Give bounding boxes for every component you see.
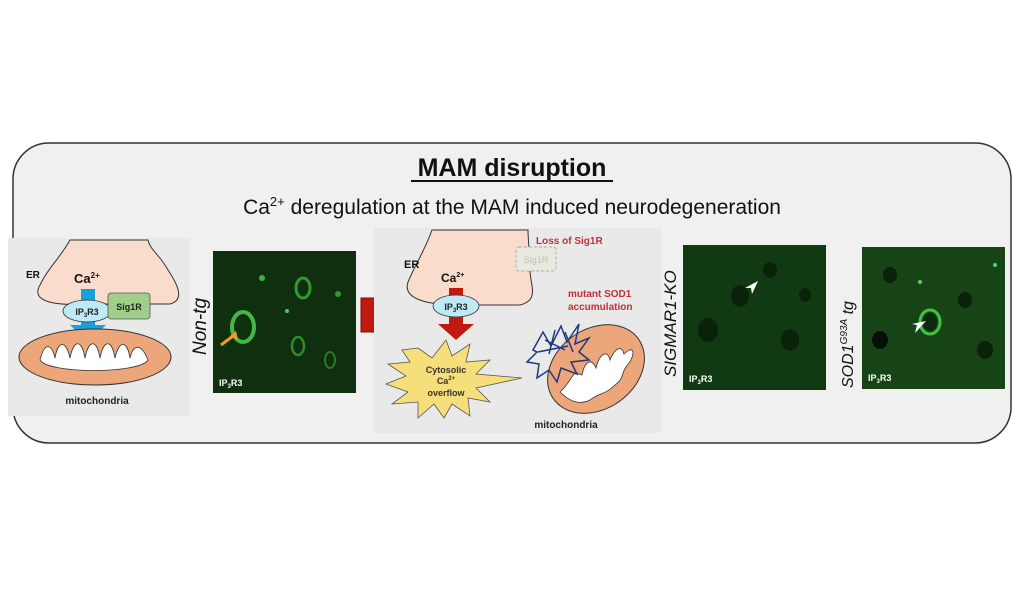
diagram-subtitle: Ca2+ deregulation at the MAM induced neu… bbox=[243, 194, 781, 219]
svg-text:Loss of Sig1R: Loss of Sig1R bbox=[536, 236, 603, 247]
sig1r-protein bbox=[107, 292, 151, 320]
micrograph-sigmar1-ko: IP3R3 bbox=[683, 245, 826, 390]
micrograph-sod1-g93a: IP3R3 bbox=[862, 247, 1005, 389]
svg-text:Sig1R: Sig1R bbox=[524, 255, 549, 265]
white-arrowhead-icon bbox=[912, 321, 926, 333]
diagram-title: MAM disruption bbox=[418, 154, 607, 182]
label-non-tg: Non-tg bbox=[190, 298, 211, 355]
svg-text:mitochondria: mitochondria bbox=[534, 420, 598, 431]
svg-text:Sig1R: Sig1R bbox=[116, 302, 142, 312]
svg-text:ER: ER bbox=[404, 259, 419, 271]
label-sigmar1-ko: SIGMAR1-KO bbox=[661, 270, 680, 377]
svg-text:mitochondria: mitochondria bbox=[65, 396, 129, 407]
svg-text:IP3R3: IP3R3 bbox=[689, 374, 712, 386]
svg-text:IP3R3: IP3R3 bbox=[219, 378, 242, 390]
ip3r3-channel-disrupted bbox=[432, 294, 480, 318]
sig1r-ghost bbox=[515, 246, 557, 272]
svg-text:Ca2+: Ca2+ bbox=[74, 271, 100, 286]
label-sod1-g93a-tg: SOD1G93A tg bbox=[839, 301, 857, 388]
sod1-aggregate bbox=[525, 323, 592, 384]
svg-text:ER: ER bbox=[26, 270, 41, 281]
normal-mam-schematic: ER Ca2+ IP3R3 Sig1R mitochondria bbox=[8, 238, 190, 416]
svg-text:IP3R3: IP3R3 bbox=[444, 302, 467, 314]
svg-text:Ca2+: Ca2+ bbox=[437, 376, 456, 386]
orange-arrow-icon bbox=[230, 331, 238, 340]
calcium-overflow-burst bbox=[384, 339, 523, 419]
disrupted-mam-schematic: ER Ca2+ Loss of Sig1R Sig1R IP3R3 Cytoso… bbox=[374, 228, 662, 433]
white-arrowhead-icon bbox=[745, 281, 758, 294]
micrograph-non-tg: IP3R3 bbox=[213, 251, 356, 393]
svg-text:IP3R3: IP3R3 bbox=[868, 373, 891, 385]
svg-text:Ca2+: Ca2+ bbox=[441, 271, 464, 285]
svg-text:accumulation: accumulation bbox=[568, 302, 632, 313]
svg-text:overflow: overflow bbox=[427, 388, 465, 398]
svg-text:IP3R3: IP3R3 bbox=[75, 307, 98, 319]
svg-text:Cytosolic: Cytosolic bbox=[426, 365, 467, 375]
svg-text:mutant SOD1: mutant SOD1 bbox=[568, 289, 632, 300]
calcium-leak-arrow bbox=[449, 316, 463, 326]
